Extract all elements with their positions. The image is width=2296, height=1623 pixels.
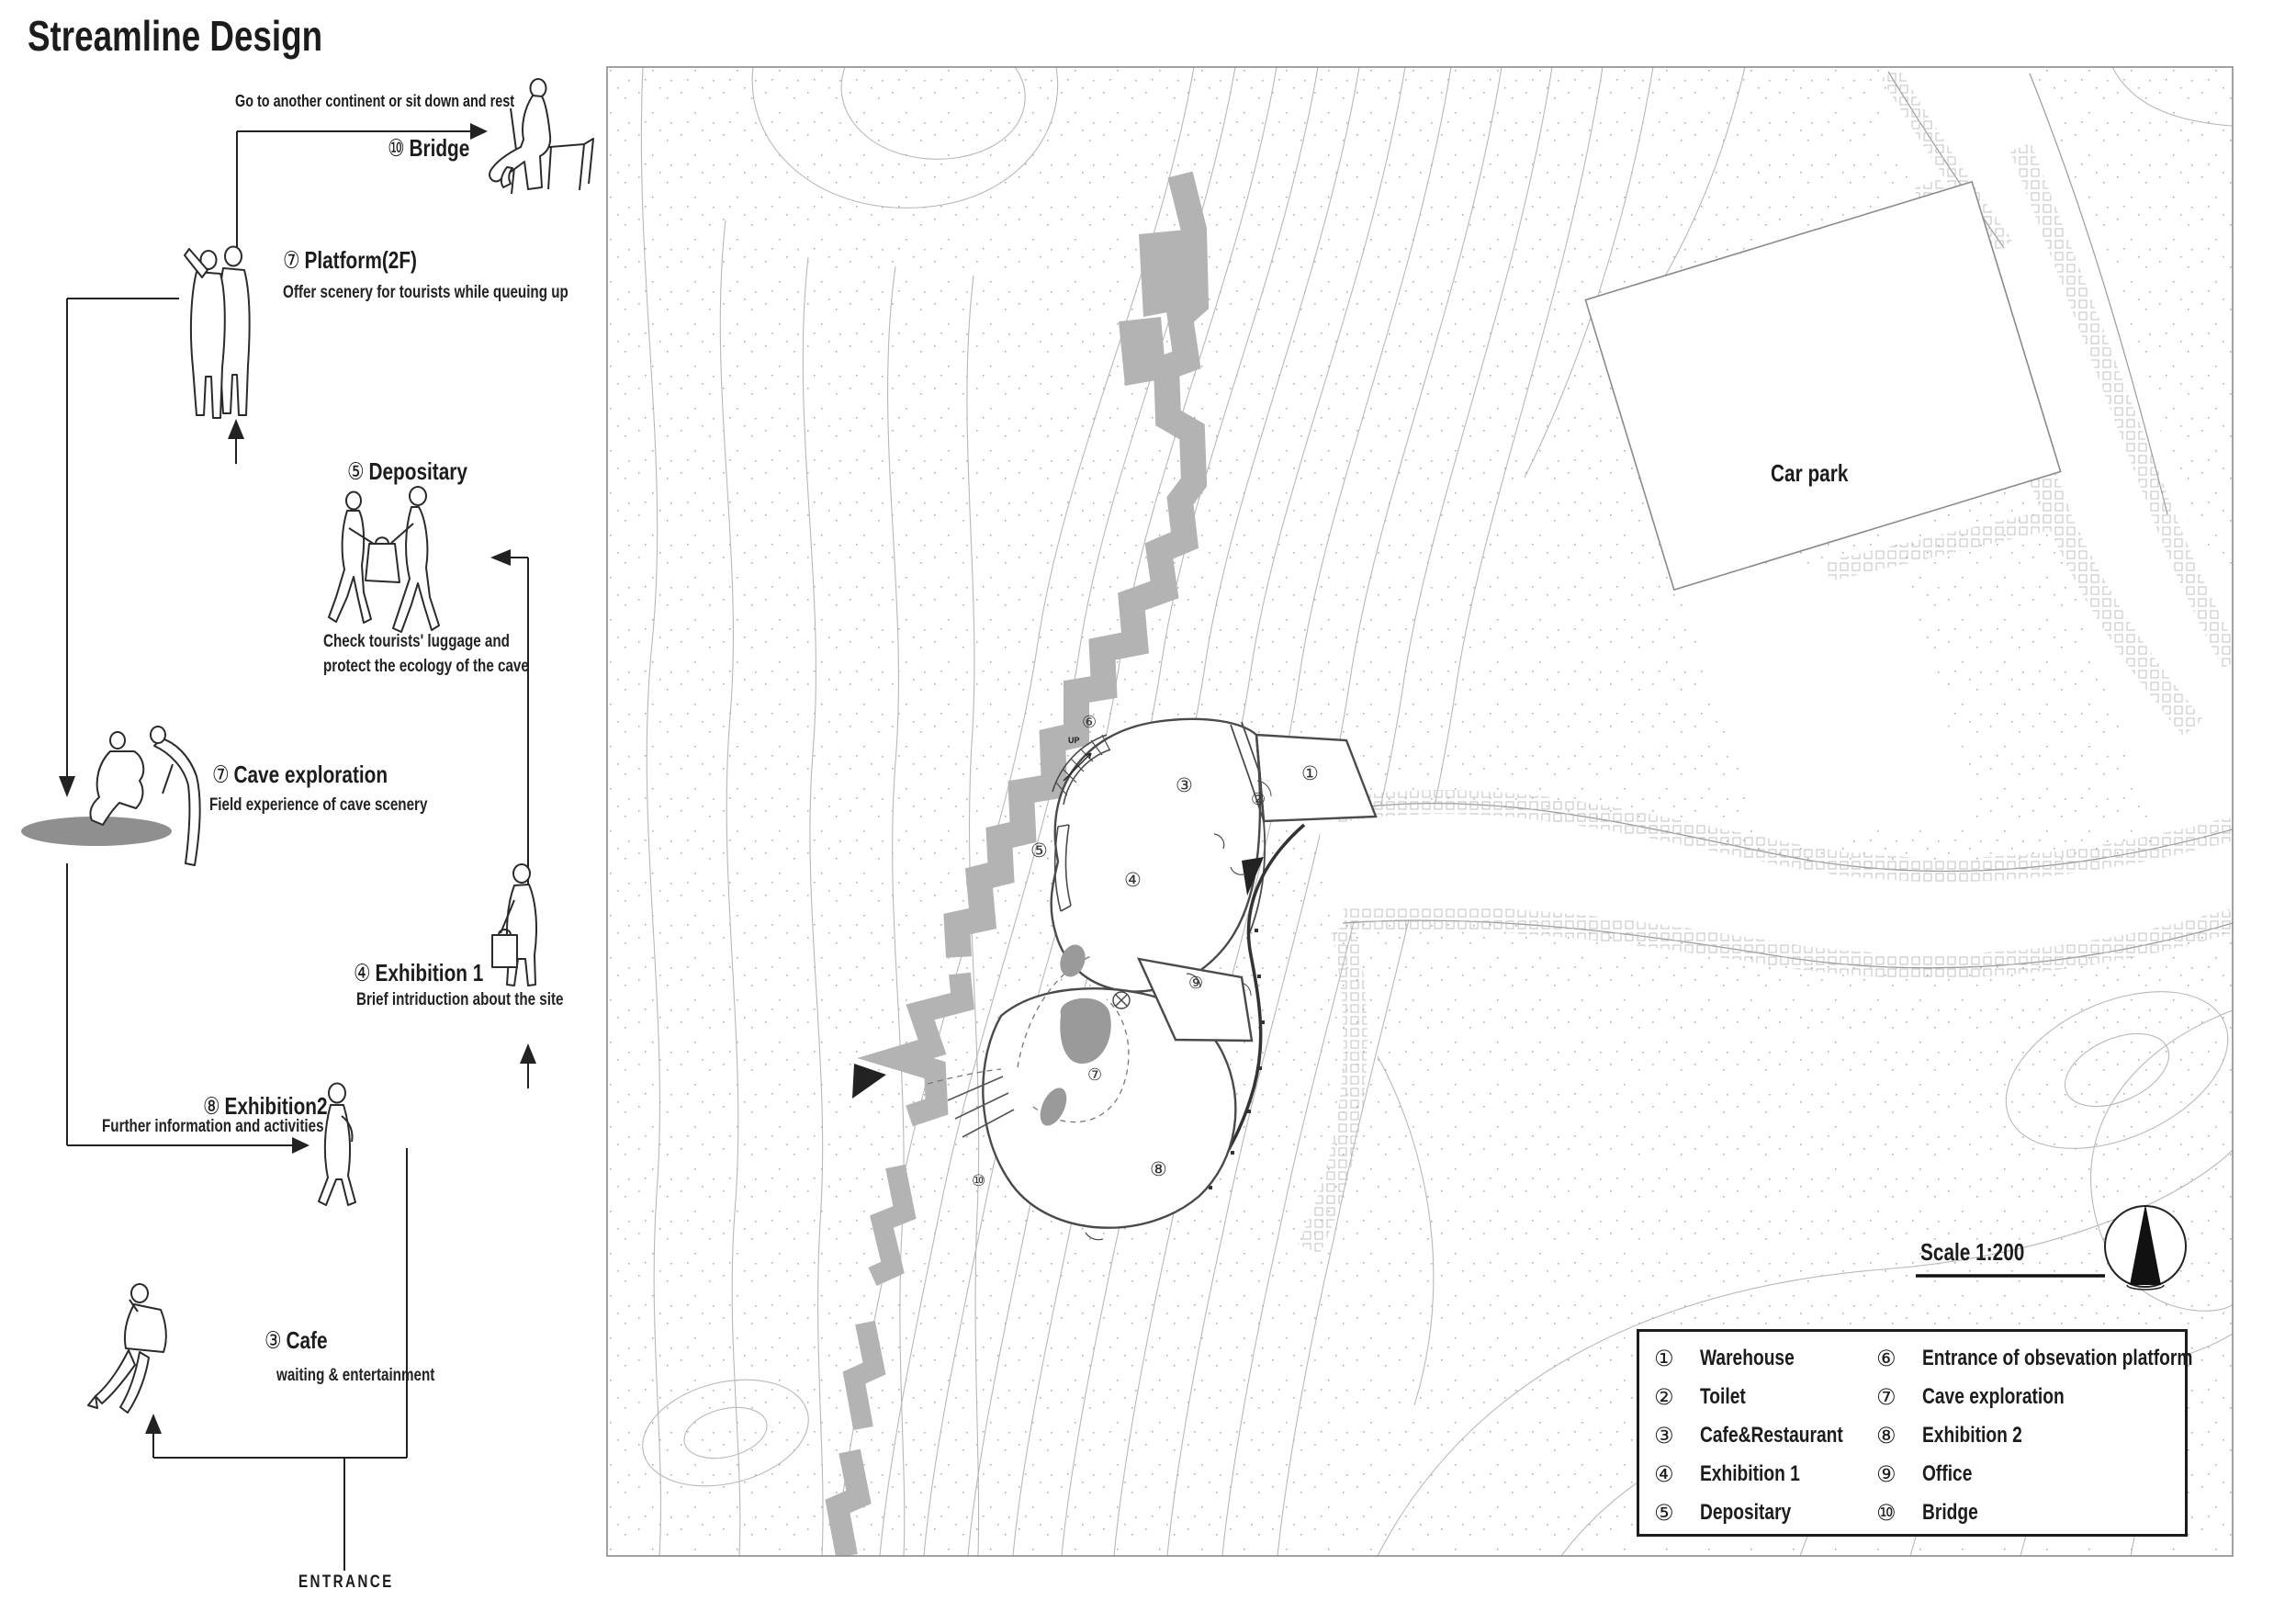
bridge-note: Go to another continent or sit down and …: [235, 92, 515, 110]
figure-cafe-sitter: [87, 1283, 167, 1414]
exhibition2-desc: Further information and activities: [102, 1117, 324, 1136]
building-plan: [852, 717, 1378, 1241]
figure-cave-pair: [89, 726, 201, 866]
room-number-cafe: ③: [1176, 774, 1193, 796]
entrance-arrow: [852, 1064, 886, 1099]
room-number-exhibition2: ⑧: [1150, 1158, 1167, 1180]
flow-lines: [59, 123, 536, 1571]
room-number-exhibition1: ④: [1124, 869, 1142, 891]
cave-rocks: [1040, 944, 1111, 1126]
map-area: [607, 67, 2233, 1556]
figure-platform-pair: [184, 245, 251, 419]
cave-desc: Field experience of cave scenery: [209, 795, 428, 815]
figure-bench-sitter: [489, 78, 594, 195]
bridge-plan: [947, 1076, 1015, 1138]
stairs-up-label: UP: [1068, 736, 1080, 745]
room-number-cave: ⑦: [1087, 1065, 1103, 1085]
cafe-desc: waiting & entertainment: [276, 1366, 435, 1385]
room-number-warehouse: ①: [1301, 762, 1319, 784]
page-title: Streamline Design: [28, 12, 323, 60]
cave-hole: [21, 817, 172, 846]
figure-exhibition1-man: [491, 863, 537, 986]
depositary-desc-2: protect the ecology of the cave: [323, 657, 529, 676]
entrance-label: ENTRANCE: [298, 1572, 394, 1592]
car-park-label: Car park: [1771, 459, 1849, 487]
map-border: [606, 66, 2234, 1557]
car-park: [1584, 180, 2062, 592]
room-number-depositary: ⑤: [1030, 840, 1048, 862]
stream: [825, 171, 1210, 1556]
room-number-office: ⑨: [1188, 974, 1204, 993]
figure-depositary-pair: [328, 486, 440, 633]
room-number-toilet: ②: [1251, 790, 1266, 809]
column-symbol: [1112, 991, 1131, 1009]
room-number-bridge: ⑩: [972, 1172, 986, 1190]
platform-desc: Offer scenery for tourists while queuing…: [283, 283, 568, 302]
figure-exhibition2-walker: [318, 1082, 356, 1206]
scale-label: Scale 1:200: [1920, 1238, 2025, 1266]
room-number-platform-entrance: ⑥: [1082, 713, 1097, 732]
depositary-desc-1: Check tourists' luggage and: [323, 632, 510, 651]
exhibition1-desc: Brief intriduction about the site: [356, 990, 564, 1009]
north-arrow: [2104, 1204, 2187, 1291]
